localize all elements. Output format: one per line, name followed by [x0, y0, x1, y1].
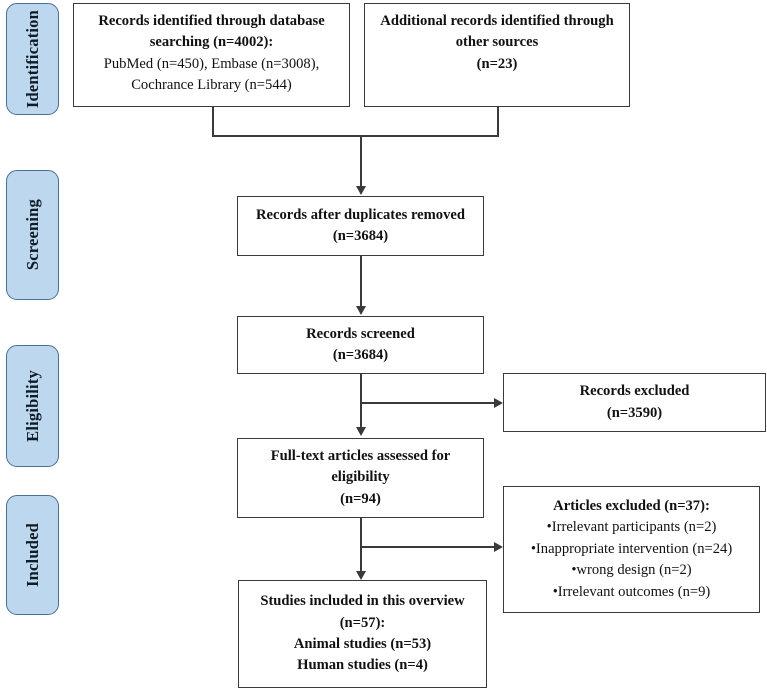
connector-merge-horizontal: [212, 135, 499, 137]
box-articles-excluded-line-2: •Irrelevant participants (n=2): [546, 519, 717, 536]
box-fulltext-assessed-line-3: (n=94): [340, 490, 381, 507]
arrowhead-to-articles-excluded: [494, 542, 503, 552]
box-duplicates-removed-line-1: Records after duplicates removed: [255, 206, 465, 223]
connector-database-search-stub: [212, 107, 214, 136]
stage-screening: Screening: [6, 170, 59, 300]
box-articles-excluded-line-3: •Inappropriate intervention (n=24): [530, 540, 733, 557]
box-fulltext-assessed: Full-text articles assessed for eligibil…: [237, 438, 484, 518]
box-other-sources: Additional records identified through ot…: [364, 3, 630, 107]
arrowhead-to-records-excluded: [494, 398, 503, 408]
box-duplicates-removed: Records after duplicates removed (n=3684…: [237, 196, 484, 256]
arrowhead-to-duplicates: [356, 186, 366, 195]
connector-fulltext-to-articles-excluded: [360, 546, 496, 548]
box-studies-included-line-4: Human studies (n=4): [297, 657, 428, 674]
box-database-search-line-2: searching (n=4002):: [149, 34, 274, 51]
box-articles-excluded-line-4: •wrong design (n=2): [571, 562, 692, 579]
stage-label-identification: Identification: [22, 9, 42, 109]
stage-label-included: Included: [22, 523, 42, 587]
box-studies-included-line-3: Animal studies (n=53): [293, 636, 432, 652]
connector-screened-to-fulltext: [360, 374, 362, 428]
box-articles-excluded-line-1: Articles excluded (n=37):: [553, 497, 710, 514]
stage-eligibility: Eligibility: [6, 345, 59, 467]
box-records-screened-line-2: (n=3684): [332, 347, 389, 363]
box-studies-included-line-2: (n=57):: [339, 614, 386, 631]
box-other-sources-line-2: other sources: [455, 34, 539, 51]
connector-duplicates-to-screened: [360, 256, 362, 307]
box-database-search-line-3: PubMed (n=450), Embase (n=3008),: [103, 55, 320, 72]
box-database-search-line-4: Cochrance Library (n=544): [131, 77, 292, 94]
box-records-excluded-line-2: (n=3590): [606, 404, 663, 421]
stage-identification: Identification: [6, 3, 59, 115]
stage-included: Included: [6, 495, 59, 615]
stage-label-screening: Screening: [22, 199, 42, 271]
box-duplicates-removed-line-2: (n=3684): [332, 228, 389, 244]
connector-screened-to-records-excluded: [360, 402, 496, 404]
box-records-screened: Records screened (n=3684): [237, 316, 484, 374]
box-articles-excluded: Articles excluded (n=37): •Irrelevant pa…: [503, 486, 760, 613]
box-other-sources-line-1: Additional records identified through: [380, 13, 614, 29]
connector-fulltext-to-included: [360, 518, 362, 572]
box-records-excluded-line-1: Records excluded: [579, 383, 690, 400]
stage-label-eligibility: Eligibility: [22, 370, 42, 442]
box-articles-excluded-line-5: •Irrelevant outcomes (n=9): [552, 583, 711, 600]
connector-merge-to-duplicates: [360, 135, 362, 187]
box-studies-included: Studies included in this overview (n=57)…: [238, 580, 487, 688]
box-other-sources-line-3: (n=23): [476, 55, 518, 72]
arrowhead-to-studies-included: [356, 571, 366, 580]
box-fulltext-assessed-line-1: Full-text articles assessed for: [270, 447, 451, 464]
box-records-screened-line-1: Records screened: [306, 325, 415, 342]
box-database-search: Records identified through database sear…: [73, 3, 350, 107]
box-studies-included-line-1: Studies included in this overview: [260, 593, 465, 610]
box-database-search-line-1: Records identified through database: [98, 13, 325, 29]
box-records-excluded: Records excluded (n=3590): [503, 373, 766, 432]
arrowhead-to-screened: [356, 306, 366, 315]
connector-other-sources-stub: [497, 107, 499, 136]
arrowhead-to-fulltext: [356, 427, 366, 436]
box-fulltext-assessed-line-2: eligibility: [331, 469, 390, 486]
